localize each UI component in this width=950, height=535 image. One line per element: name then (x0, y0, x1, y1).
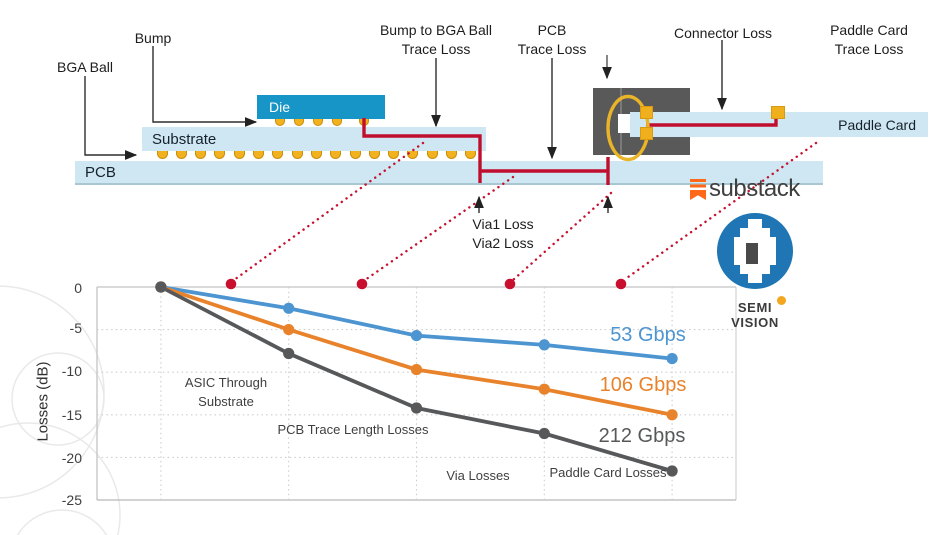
die-bump (332, 119, 342, 126)
bga-ball (349, 151, 361, 159)
segment-label-via: Via Losses (446, 468, 510, 483)
series-point-53-gbps (410, 330, 423, 342)
die-bump (359, 119, 369, 126)
connector-pad-bottom (640, 127, 653, 140)
die-box: Die (257, 95, 385, 119)
substack-icon (690, 178, 706, 200)
bga-ball (368, 151, 380, 159)
bump-to-bga-callout: Bump to BGA Ball Trace Loss (379, 22, 493, 57)
paddle-card-label: Paddle Card (838, 116, 916, 133)
y-tick-25: -25 (61, 492, 82, 508)
die-bump (275, 119, 285, 126)
segment-label-asic: ASIC Through Substrate (184, 375, 268, 409)
semi-vision-icon (717, 213, 793, 289)
bga-ball (175, 151, 187, 159)
loss-segment-markers (225, 278, 627, 290)
substack-logo: substack (690, 175, 800, 203)
semi-vision-wordmark: SEMI VISION (731, 300, 779, 330)
connector-notch (618, 114, 630, 133)
bga-ball (195, 151, 207, 159)
substrate-box: Substrate (142, 127, 486, 151)
series-point-212-gbps (155, 281, 167, 293)
series-point-212-gbps (666, 465, 678, 477)
segment-label-paddle: Paddle Card Losses (549, 465, 667, 480)
series-point-212-gbps (538, 427, 550, 440)
via-loss-callout: Via1 Loss Via2 Loss (472, 216, 534, 251)
bga-ball (407, 151, 419, 159)
y-tick-10: -10 (61, 363, 82, 379)
y-tick-15: -15 (61, 407, 82, 423)
die-label: Die (269, 99, 291, 115)
die-bump (313, 119, 323, 126)
series-point-212-gbps (410, 402, 423, 414)
series-label-53gbps: 53 Gbps (610, 324, 686, 346)
substrate-label: Substrate (152, 130, 217, 148)
series-point-53-gbps (283, 302, 295, 314)
bump-callout: Bump (134, 30, 172, 46)
connector-loss-callout: Connector Loss (673, 25, 773, 41)
bga-ball (465, 151, 477, 159)
bga-ball-callout: BGA Ball (56, 59, 114, 75)
substack-wordmark: substack (709, 175, 800, 202)
bga-ball (388, 151, 400, 159)
series-point-53-gbps (155, 281, 167, 293)
bga-ball-pointer (84, 76, 138, 160)
series-point-53-gbps (538, 339, 550, 351)
series-point-106-gbps (410, 364, 423, 376)
semi-vision-o-dot (777, 296, 786, 305)
bga-ball (272, 151, 284, 159)
y-tick-5: -5 (69, 320, 82, 336)
series-label-212gbps: 212 Gbps (598, 425, 686, 447)
bga-ball (253, 151, 264, 159)
paddle-trace-callout: Paddle Card Trace Loss (830, 22, 908, 57)
bga-ball (330, 151, 342, 159)
y-tick-0: 0 (74, 280, 82, 296)
series-point-53-gbps (666, 353, 678, 365)
series-point-106-gbps (666, 409, 678, 421)
bga-ball (233, 151, 245, 159)
bga-ball (214, 151, 226, 159)
series-point-106-gbps (155, 281, 167, 293)
y-axis-title: Losses (dB) (34, 361, 52, 442)
connector-pad-top (640, 106, 653, 119)
bump-pointer (152, 46, 258, 127)
bga-ball (291, 151, 303, 159)
pcb-label: PCB (85, 163, 116, 181)
paddle-pad (771, 106, 785, 119)
semi-vision-logo: SEMI VISION (715, 211, 795, 330)
bga-ball (156, 151, 168, 159)
series-point-212-gbps (283, 347, 295, 360)
pcb-trace-callout: PCB Trace Loss (517, 22, 587, 57)
series-label-106gbps: 106 Gbps (599, 374, 687, 396)
y-tick-20: -20 (61, 450, 82, 466)
bga-ball (426, 151, 438, 159)
bga-ball (310, 151, 322, 159)
bga-ball (446, 151, 457, 159)
series-point-106-gbps (283, 324, 295, 336)
series-line-53-gbps (160, 285, 673, 361)
series-point-106-gbps (538, 383, 550, 395)
die-bump (294, 119, 304, 126)
segment-label-pcb: PCB Trace Length Losses (277, 422, 429, 437)
